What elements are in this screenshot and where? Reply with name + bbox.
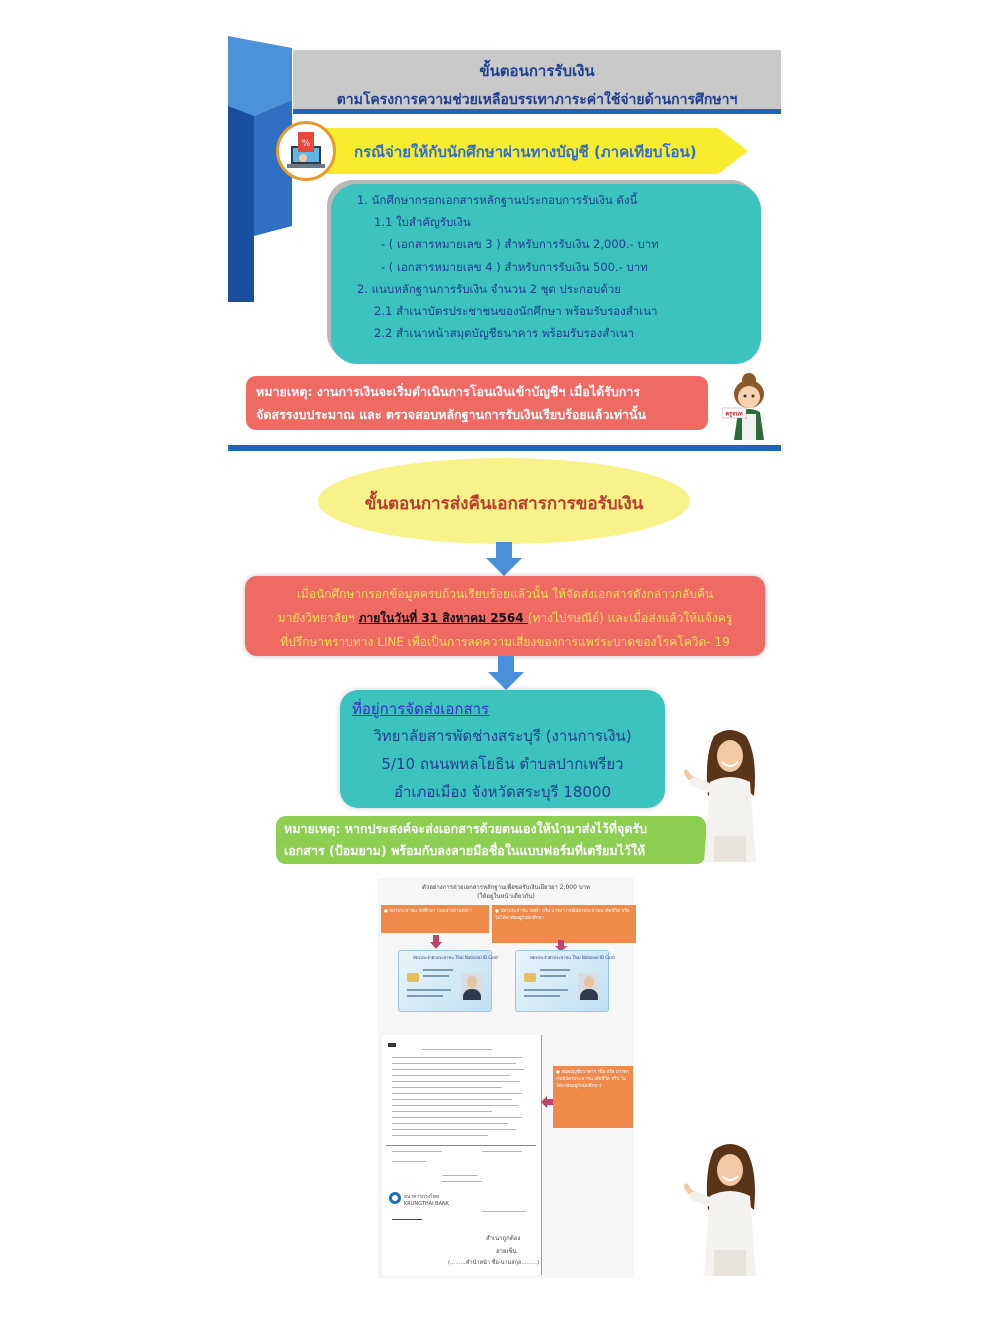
sample-title: ตัวอย่างการถ่ายเอกสารหลักฐานเพื่อขอรับเง… [378, 883, 634, 901]
sample-note-bank: ● สมุดบัญชีธนาคาร (ชื่อ หรือ มารดา กรณีบ… [553, 1066, 633, 1128]
instruction-line-2-suffix: (ทางไปรษณีย์) และเมื่อส่งแล้วให้แจ้งครู [527, 611, 733, 625]
arrow-down-icon [488, 656, 524, 690]
step-1-1-a: - ( เอกสารหมายเลข 3 ) สำหรับการรับเงิน 2… [381, 237, 659, 251]
pink-arrow-icon [430, 935, 442, 949]
id-card-title: บัตรประจำตัวประชาชน Thai National ID Car… [413, 955, 498, 960]
address-heading: ที่อยู่การจัดส่งเอกสาร [352, 700, 490, 718]
step-2-2: 2.2 สำเนาหน้าสมุดบัญชีธนาคาร พร้อมรับรอง… [374, 326, 635, 340]
step-1-1: 1.1 ใบสำคัญรับเงิน [374, 215, 471, 229]
step-2-1: 2.1 สำเนาบัตรประชาชนของนักศึกษา พร้อมรับ… [374, 304, 658, 318]
address-line-2: 5/10 ถนนพหลโยธิน ตำบลปากเพรียว [381, 755, 624, 773]
signature-name: (.........คำนำหน้า ชื่อ-นามสกุล.........… [448, 1260, 540, 1266]
pink-arrow-icon [555, 940, 567, 952]
payment-method-banner [300, 128, 748, 174]
step-1-1-b: - ( เอกสารหมายเลข 4 ) สำหรับการรับเงิน 5… [381, 260, 648, 274]
address-box [340, 690, 665, 808]
sample-note-left: ● บัตรประชาชน นักศึกษา (เอกสารด้านหน้า) [381, 905, 489, 933]
note-line-1: หมายเหตุ: งานการเงินจะเริ่มดำเนินการโอนเ… [256, 384, 641, 399]
signature-label: ลายเซ็น [496, 1248, 517, 1255]
section-divider [228, 445, 781, 451]
sample-note-right: ● บัตรประชาชน จัดทำ หรือ มารดา กรณีบัตรป… [492, 905, 636, 943]
instruction-line-2: มายังวิทยาลัยฯ ภายในวันที่ 31 สิงหาคม 25… [245, 606, 765, 630]
deadline-text: ภายในวันที่ 31 สิงหาคม 2564 [358, 611, 528, 625]
page-title: ขั้นตอนการรับเงิน [479, 62, 595, 80]
return-title-ellipse [318, 458, 690, 544]
sample-title-line-2: (ให้อยู่ในหน้าเดียวกัน) [477, 893, 535, 900]
return-instructions-box: เมื่อนักศึกษากรอกข้อมูลครบถ้วนเรียบร้อยแ… [245, 576, 765, 656]
page-subtitle: ตามโครงการความช่วยเหลือบรรเทาภาระค่าใช้จ… [336, 92, 738, 108]
return-section-title: ขั้นตอนการส่งคืนเอกสารการขอรับเงิน [364, 494, 644, 514]
bank-name-english: KRUNGTHAI BANK [404, 1201, 450, 1207]
pink-arrow-icon [541, 1096, 553, 1108]
woman-pointing-illustration [684, 1144, 756, 1276]
svg-text:%: % [302, 139, 311, 149]
step-2: 2. แนบหลักฐานการรับเงิน จำนวน 2 ชุด ประก… [357, 282, 622, 296]
id-card-icon: บัตรประจำตัวประชาชน Thai National ID Car… [398, 950, 498, 1012]
arrow-down-icon [486, 542, 522, 576]
cartoon-girl-illustration: ครูจนท [722, 373, 764, 440]
note2-line-1: หมายเหตุ: หากประสงค์จะส่งเอกสารด้วยตนเอง… [284, 821, 648, 836]
header-box: ขั้นตอนการรับเงิน ตามโครงการความช่วยเหลื… [293, 50, 781, 114]
id-card-icon: บัตรประจำตัวประชาชน Thai National ID Car… [515, 950, 615, 1012]
note2-line-2: เอกสาร (ป้อมยาม) พร้อมกับลงลายมือชื่อในแ… [284, 843, 646, 858]
signature-certified: สำเนาถูกต้อง [486, 1235, 521, 1242]
bank-name-thai: ธนาคารกรุงไทย [404, 1194, 440, 1200]
sample-title-line-1: ตัวอย่างการถ่ายเอกสารหลักฐานเพื่อขอรับเง… [422, 884, 590, 891]
address-line-3: อำเภอเมือง จังหวัดสระบุรี 18000 [393, 783, 612, 801]
steps-box [331, 184, 761, 364]
note-box-delivery: หมายเหตุ: หากประสงค์จะส่งเอกสารด้วยตนเอง… [276, 816, 706, 864]
note-line-2: จัดสรรงบประมาณ และ ตรวจสอบหลักฐานการรับเ… [256, 407, 647, 422]
bank-logo-icon [389, 1192, 401, 1204]
instruction-line-3: ที่ปรึกษาทราบทาง LINE เพื่อเป็นการลดความ… [280, 635, 730, 649]
woman-pointing-illustration [684, 730, 756, 862]
laptop-shopping-icon: % [276, 121, 336, 181]
address-line-1: วิทยาลัยสารพัดช่างสระบุรี (งานการเงิน) [373, 727, 632, 745]
note-box-transfer: หมายเหตุ: งานการเงินจะเริ่มดำเนินการโอนเ… [246, 376, 708, 430]
instruction-line-2-prefix: มายังวิทยาลัยฯ [277, 611, 359, 625]
bankbook-page: ธนาคารกรุงไทย KRUNGTHAI BANK [382, 1035, 542, 1275]
instruction-line-1: เมื่อนักศึกษากรอกข้อมูลครบถ้วนเรียบร้อยแ… [296, 587, 714, 601]
girl-sign-text: ครูจนท [725, 411, 743, 419]
id-card-title: บัตรประจำตัวประชาชน Thai National ID Car… [530, 955, 615, 960]
step-1: 1. นักศึกษากรอกเอกสารหลักฐานประกอบการรับ… [357, 193, 638, 207]
banner-label: กรณีจ่ายให้กับนักศึกษาผ่านทางบัญชี (ภาคเ… [354, 143, 697, 161]
